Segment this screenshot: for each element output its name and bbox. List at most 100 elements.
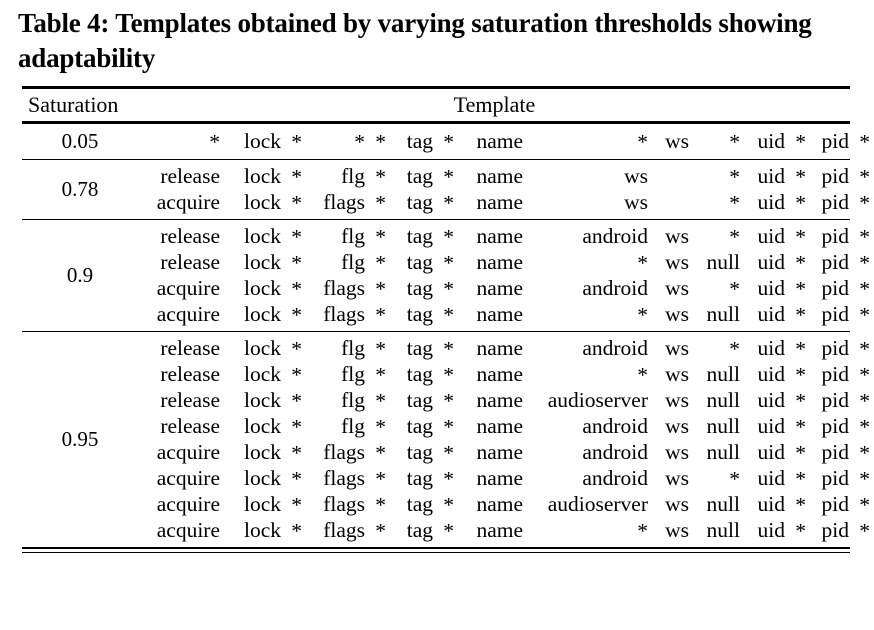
template-token-sep5: *: [859, 363, 870, 387]
template-token-lock: lock: [243, 492, 281, 516]
template-token-nullcol: null: [706, 492, 740, 516]
column-header-template: Template: [453, 92, 536, 117]
template-token-ws: ws: [665, 336, 689, 360]
template-token-pkg: android: [582, 224, 648, 248]
template-token-sep1: *: [291, 277, 302, 301]
template-token-name: name: [476, 190, 523, 214]
template-token-pkg: *: [637, 363, 648, 387]
template-token-sep3: *: [443, 191, 454, 215]
template-token-verb: acquire: [156, 518, 220, 542]
template-token-nullcol: *: [729, 467, 740, 491]
template-token-verb: release: [160, 224, 220, 248]
template-token-tag: tag: [406, 302, 433, 326]
template-token-sep3: *: [443, 467, 454, 491]
template-token-verb: release: [160, 164, 220, 188]
template-token-pid: pid: [821, 250, 849, 274]
template-token-pkg: android: [582, 466, 648, 490]
template-token-sep3: *: [443, 389, 454, 413]
template-token-verb: acquire: [156, 190, 220, 214]
template-token-sep5: *: [859, 337, 870, 361]
template-cell: *lock***tag*name*ws*uid*pid*: [142, 124, 870, 159]
template-token-pid: pid: [821, 388, 849, 412]
template-token-flags: flg: [341, 336, 365, 360]
template-token-tag: tag: [406, 440, 433, 464]
template-token-ws: ws: [665, 492, 689, 516]
template-token-lock: lock: [243, 414, 281, 438]
template-token-sep5: *: [859, 303, 870, 327]
template-token-sep4: *: [795, 519, 806, 543]
template-token-flags: flags: [323, 440, 365, 464]
template-token-ws: ws: [665, 414, 689, 438]
template-token-pkg: android: [582, 336, 648, 360]
template-token-sep2: *: [375, 519, 386, 543]
template-token-flags: flags: [323, 492, 365, 516]
template-token-uid: uid: [757, 414, 785, 438]
template-token-sep3: *: [443, 251, 454, 275]
template-token-nullcol: null: [706, 362, 740, 386]
template-token-uid: uid: [757, 276, 785, 300]
template-token-sep4: *: [795, 277, 806, 301]
template-token-verb: *: [209, 130, 220, 154]
template-token-sep5: *: [859, 441, 870, 465]
template-token-sep1: *: [291, 165, 302, 189]
template-token-verb: release: [160, 362, 220, 386]
saturation-value: 0.95: [61, 427, 99, 451]
template-token-name: name: [476, 224, 523, 248]
template-token-name: name: [476, 302, 523, 326]
template-token-ws: [655, 163, 689, 189]
template-token-sep5: *: [859, 251, 870, 275]
template-token-ws: ws: [665, 362, 689, 386]
template-token-lock: lock: [243, 224, 281, 248]
template-token-lock: lock: [243, 336, 281, 360]
template-token-pid: pid: [821, 129, 849, 153]
template-token-uid: uid: [757, 190, 785, 214]
template-token-sep5: *: [859, 225, 870, 249]
template-token-sep1: *: [291, 519, 302, 543]
template-token-sep5: *: [859, 165, 870, 189]
template-token-tag: tag: [406, 362, 433, 386]
template-token-sep4: *: [795, 251, 806, 275]
template-token-sep2: *: [375, 389, 386, 413]
template-token-pkg: *: [637, 519, 648, 543]
template-token-verb: acquire: [156, 440, 220, 464]
template-token-sep3: *: [443, 493, 454, 517]
template-token-uid: uid: [757, 164, 785, 188]
template-token-sep5: *: [859, 415, 870, 439]
template-token-sep4: *: [795, 441, 806, 465]
template-token-sep4: *: [795, 493, 806, 517]
template-token-nullcol: null: [706, 250, 740, 274]
template-token-name: name: [476, 276, 523, 300]
template-token-ws: [655, 189, 689, 215]
template-token-flags: flg: [341, 164, 365, 188]
template-token-flags: flg: [341, 224, 365, 248]
template-token-verb: acquire: [156, 276, 220, 300]
template-token-sep2: *: [375, 493, 386, 517]
template-token-sep3: *: [443, 519, 454, 543]
template-token-uid: uid: [757, 129, 785, 153]
template-token-pkg: android: [582, 414, 648, 438]
template-token-sep5: *: [859, 277, 870, 301]
table-group: 0.95 release lock * flg * tag * name android ws * ui…: [22, 332, 870, 547]
template-token-sep2: *: [375, 225, 386, 249]
template-token-pid: pid: [821, 466, 849, 490]
template-token-sep1: *: [291, 303, 302, 327]
template-token-sep1: *: [291, 337, 302, 361]
table-header-rule: [22, 121, 850, 124]
template-token-uid: uid: [757, 250, 785, 274]
template-token-sep1: *: [291, 363, 302, 387]
template-token-flags: *: [354, 130, 365, 154]
template-token-sep2: *: [375, 165, 386, 189]
template-token-sep2: *: [375, 441, 386, 465]
template-token-lock: lock: [243, 388, 281, 412]
template-token-sep1: *: [291, 493, 302, 517]
template-token-sep2: *: [375, 337, 386, 361]
template-token-name: name: [476, 440, 523, 464]
template-token-uid: uid: [757, 302, 785, 326]
template-token-sep5: *: [859, 130, 870, 154]
column-header-saturation: Saturation: [28, 92, 119, 117]
